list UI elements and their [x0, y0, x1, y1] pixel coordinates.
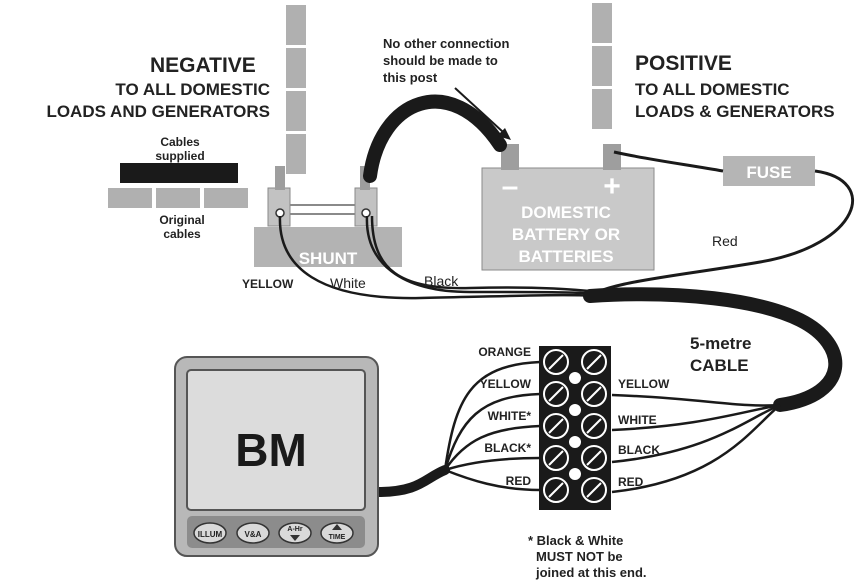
- terminal-right-black: BLACK: [618, 443, 660, 457]
- terminal-block: [539, 346, 611, 510]
- battery-line1: DOMESTIC: [521, 203, 611, 222]
- post-note-line3: this post: [383, 70, 438, 85]
- up-arrow-icon: [332, 524, 342, 530]
- terminal-left-yellow: YELLOW: [480, 377, 532, 391]
- post-note-line1: No other connection: [383, 36, 509, 51]
- cables-supplied-line2: supplied: [155, 149, 204, 163]
- monitor-buttons: [193, 522, 354, 544]
- time-button-label: TIME: [329, 534, 346, 541]
- wire-label-red: Red: [712, 233, 738, 249]
- cables-supplied-line1: Cables: [160, 135, 200, 149]
- monitor-display-text: BM: [235, 424, 307, 476]
- post-note-line2: should be made to: [383, 53, 498, 68]
- cable-label-line1: 5-metre: [690, 334, 751, 353]
- positive-to-fuse-cable: [613, 150, 724, 173]
- red-wire: [583, 169, 855, 302]
- battery-line2: BATTERY OR: [512, 225, 620, 244]
- fuse: [723, 156, 815, 186]
- original-cables-bars: [108, 188, 248, 208]
- negative-bus-bar: [286, 5, 306, 174]
- battery-line3: BATTERIES: [518, 247, 613, 266]
- positive-line2: LOADS & GENERATORS: [635, 102, 835, 121]
- battery-monitor: [174, 356, 379, 557]
- va-button-label: V&A: [245, 530, 262, 539]
- shunt-sense-wires: [278, 215, 601, 300]
- terminal-left-red: RED: [506, 474, 532, 488]
- footnote-line1: * Black & White: [528, 533, 623, 548]
- monitor-cable: [373, 465, 450, 497]
- positive-line1: TO ALL DOMESTIC: [635, 80, 790, 99]
- cable-label-line2: CABLE: [690, 356, 749, 375]
- post-note-arrow: [454, 87, 511, 140]
- five-metre-cable: [583, 287, 843, 412]
- terminal-left-black: BLACK*: [484, 441, 531, 455]
- down-arrow-icon: [290, 535, 300, 541]
- wire-label-yellow: YELLOW: [242, 277, 294, 291]
- original-cables-line1: Original: [159, 213, 204, 227]
- negative-line2: LOADS AND GENERATORS: [46, 102, 270, 121]
- positive-title: POSITIVE: [635, 52, 732, 75]
- negative-title: NEGATIVE: [150, 54, 256, 77]
- wire-label-white: White: [330, 275, 366, 291]
- left-fanout-wires: [443, 360, 541, 492]
- wire-label-black: Black: [424, 273, 459, 289]
- negative-line1: TO ALL DOMESTIC: [115, 80, 270, 99]
- battery-link-cable: [363, 94, 507, 183]
- shunt-label: SHUNT: [299, 249, 358, 268]
- footnote-line2: MUST NOT be: [536, 549, 623, 564]
- battery-plus: +: [603, 170, 621, 203]
- terminal-right-yellow: YELLOW: [618, 377, 670, 391]
- footnote-line3: joined at this end.: [535, 565, 647, 580]
- positive-bus-bar: [592, 3, 612, 129]
- ahr-button-label: A-Hr: [287, 526, 302, 533]
- fuse-label: FUSE: [746, 163, 791, 182]
- terminal-left-orange: ORANGE: [478, 345, 531, 359]
- terminal-right-white: WHITE: [618, 413, 657, 427]
- original-cables-line2: cables: [163, 227, 201, 241]
- cables-supplied-bar: [120, 163, 238, 183]
- terminal-left-white: WHITE*: [488, 409, 532, 423]
- battery-minus: –: [502, 170, 519, 203]
- illum-button-label: ILLUM: [198, 530, 223, 539]
- battery: [481, 144, 655, 271]
- right-fanout-wires: [611, 393, 781, 494]
- terminal-right-red: RED: [618, 475, 644, 489]
